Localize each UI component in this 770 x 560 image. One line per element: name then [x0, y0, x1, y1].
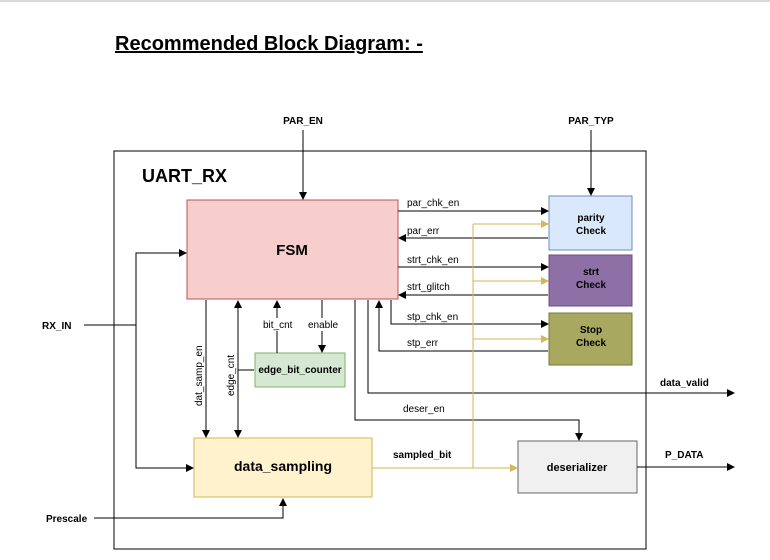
- edge-bit-counter-block: [254, 352, 346, 388]
- fsm-block: [186, 199, 399, 300]
- dat-samp-en-label: dat_samp_en: [194, 345, 205, 406]
- strt-check-label-line2: Check: [576, 280, 606, 291]
- stp-chk-en-label: stp_chk_en: [407, 312, 458, 323]
- strt-chk-en-label: strt_chk_en: [407, 255, 459, 266]
- fsm-label: FSM: [276, 242, 308, 259]
- strt-glitch-label: strt_glitch: [407, 282, 450, 293]
- rx-in-label: RX_IN: [42, 321, 71, 332]
- stp-err-wire: [375, 300, 548, 352]
- data-valid-label: data_valid: [660, 378, 709, 389]
- sampled-bit-label: sampled_bit: [393, 450, 452, 461]
- parity-check-block: [548, 195, 633, 251]
- container-label: UART_RX: [142, 166, 227, 186]
- page-heading: Recommended Block Diagram: -: [115, 33, 423, 55]
- stop-check-label-line1: Stop: [580, 325, 602, 336]
- strt-check-block: [548, 254, 633, 307]
- stop-check-block: [548, 312, 633, 366]
- rx-in-to-sampling-wire: [135, 325, 194, 472]
- bit-cnt-label-bg: [261, 318, 297, 331]
- enable-label: enable: [308, 320, 338, 331]
- deserializer-label: deserializer: [547, 462, 608, 474]
- enable-label-bg: [306, 318, 340, 331]
- parity-check-label-line2: Check: [576, 226, 606, 237]
- top-border-line: [0, 0, 770, 2]
- bit-cnt-label: bit_cnt: [263, 320, 293, 331]
- par-en-label: PAR_EN: [283, 116, 323, 127]
- strt-check-label-line1: strt: [583, 267, 600, 278]
- par-err-label: par_err: [407, 226, 440, 237]
- rx-in-to-fsm-wire: [135, 249, 187, 325]
- deser-en-wire: [354, 300, 583, 441]
- parity-check-label-line1: parity: [577, 213, 605, 224]
- deserializer-block: [517, 440, 638, 494]
- prescale-label: Prescale: [46, 514, 88, 525]
- stp-chk-en-wire: [390, 300, 549, 328]
- data-valid-wire: [367, 300, 735, 397]
- data-sampling-label: data_sampling: [234, 458, 332, 474]
- uart-rx-container: [113, 150, 647, 550]
- edge-bit-counter-label: edge_bit_counter: [258, 365, 341, 376]
- p-data-label: P_DATA: [665, 450, 704, 461]
- par-chk-en-label: par_chk_en: [407, 198, 459, 209]
- par-typ-label: PAR_TYP: [568, 116, 614, 127]
- prescale-wire: [94, 498, 287, 519]
- stop-check-label-line2: Check: [576, 338, 606, 349]
- deser-en-label: deser_en: [403, 404, 445, 415]
- stp-err-label: stp_err: [407, 338, 439, 349]
- data-sampling-block: [193, 437, 373, 498]
- edge-cnt-label: edge_cnt: [226, 355, 237, 396]
